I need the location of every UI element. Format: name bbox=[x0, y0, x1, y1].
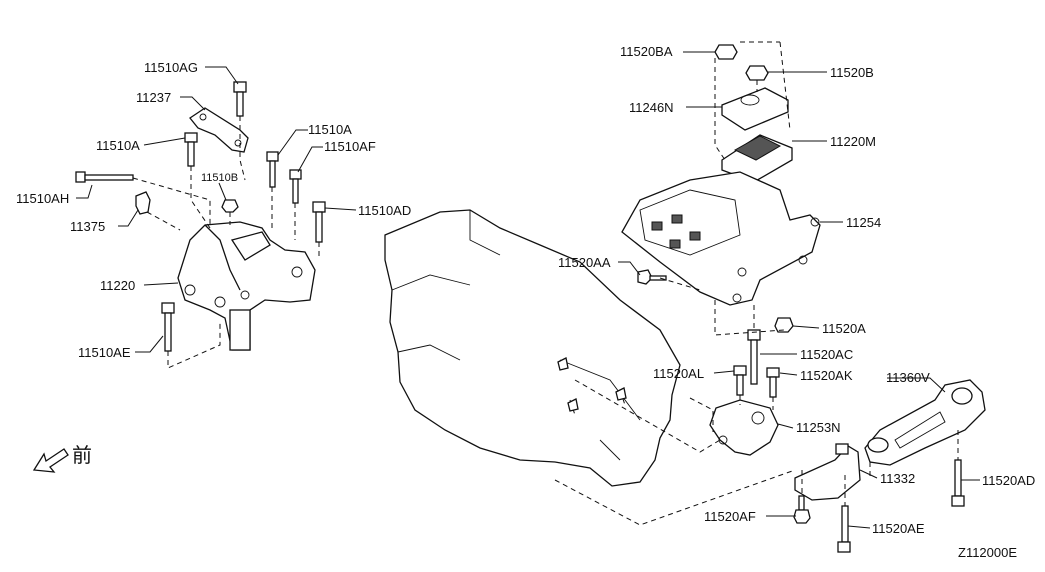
bolt-11510AE bbox=[161, 302, 175, 352]
label-11520AA: 11520AA bbox=[558, 255, 611, 270]
engine-block bbox=[384, 209, 681, 487]
leader-lines bbox=[76, 51, 980, 529]
label-11510AG: 11510AG bbox=[144, 60, 198, 75]
label-11510AD: 11510AD bbox=[358, 203, 411, 218]
bolt-11520AK bbox=[766, 367, 780, 398]
torque-rod-11360V bbox=[864, 379, 986, 466]
label-11332: 11332 bbox=[880, 471, 915, 486]
label-11220: 11220 bbox=[100, 278, 135, 293]
bracket-11237 bbox=[189, 107, 249, 153]
nut-11520BA bbox=[714, 44, 738, 60]
bolt-11520AC bbox=[747, 329, 761, 385]
label-11520A: 11520A bbox=[822, 321, 866, 336]
label-11510B: 11510B bbox=[201, 172, 238, 184]
label-11510A-mid: 11510A bbox=[308, 122, 352, 137]
front-marker-label: 前 bbox=[72, 443, 92, 467]
bolt-11510AF bbox=[289, 169, 302, 204]
bolt-11510AD bbox=[312, 201, 326, 243]
bolt-11510AH bbox=[75, 171, 134, 183]
bolt-11520A bbox=[774, 317, 794, 333]
front-arrow-icon bbox=[32, 448, 69, 473]
label-11220M: 11220M bbox=[830, 134, 876, 149]
bolt-11510A-left bbox=[184, 132, 198, 167]
label-11510A-left: 11510A bbox=[96, 138, 140, 153]
mount-11220 bbox=[177, 221, 316, 351]
bracket-11254 bbox=[621, 171, 821, 306]
label-11254: 11254 bbox=[846, 215, 881, 230]
label-11520AC: 11520AC bbox=[800, 347, 853, 362]
label-11360V: 11360V bbox=[886, 370, 930, 385]
bolt-11510A-mid bbox=[266, 151, 279, 188]
label-11246N: 11246N bbox=[629, 100, 674, 115]
nut-11510B bbox=[221, 199, 239, 213]
label-11520BA: 11520BA bbox=[620, 44, 673, 59]
label-11510AH: 11510AH bbox=[16, 191, 69, 206]
label-11237: 11237 bbox=[136, 90, 171, 105]
label-11520AL: 11520AL bbox=[653, 366, 704, 381]
bolt-11520AE bbox=[837, 505, 851, 553]
bolt-11520AF bbox=[793, 495, 811, 524]
part-labels: 11510AG 11237 11510A 11510A 11510AF 1151… bbox=[16, 44, 1035, 560]
label-11510AE: 11510AE bbox=[78, 345, 131, 360]
bolt-11520AA bbox=[637, 269, 667, 285]
diagram-code: Z112000E bbox=[958, 545, 1017, 560]
bolt-11520AD bbox=[951, 459, 965, 507]
label-11510AF: 11510AF bbox=[324, 139, 376, 154]
label-11520AF: 11520AF bbox=[704, 509, 756, 524]
label-11520AD: 11520AD bbox=[982, 473, 1035, 488]
plate-11246N bbox=[721, 87, 789, 131]
insulator-11220M bbox=[721, 134, 793, 183]
engine-clips bbox=[557, 357, 627, 412]
bracket-11332 bbox=[794, 443, 861, 501]
label-11520AE: 11520AE bbox=[872, 521, 925, 536]
bolt-11520AL bbox=[733, 365, 747, 396]
label-11520AK: 11520AK bbox=[800, 368, 853, 383]
label-11520B: 11520B bbox=[830, 65, 874, 80]
bolt-11510AG bbox=[233, 81, 247, 117]
left-guides bbox=[132, 116, 320, 369]
bracket-11253N bbox=[709, 399, 779, 456]
label-11375: 11375 bbox=[70, 219, 105, 234]
right-guides bbox=[554, 41, 959, 526]
nut-11520B bbox=[745, 65, 769, 81]
label-11253N: 11253N bbox=[796, 420, 841, 435]
